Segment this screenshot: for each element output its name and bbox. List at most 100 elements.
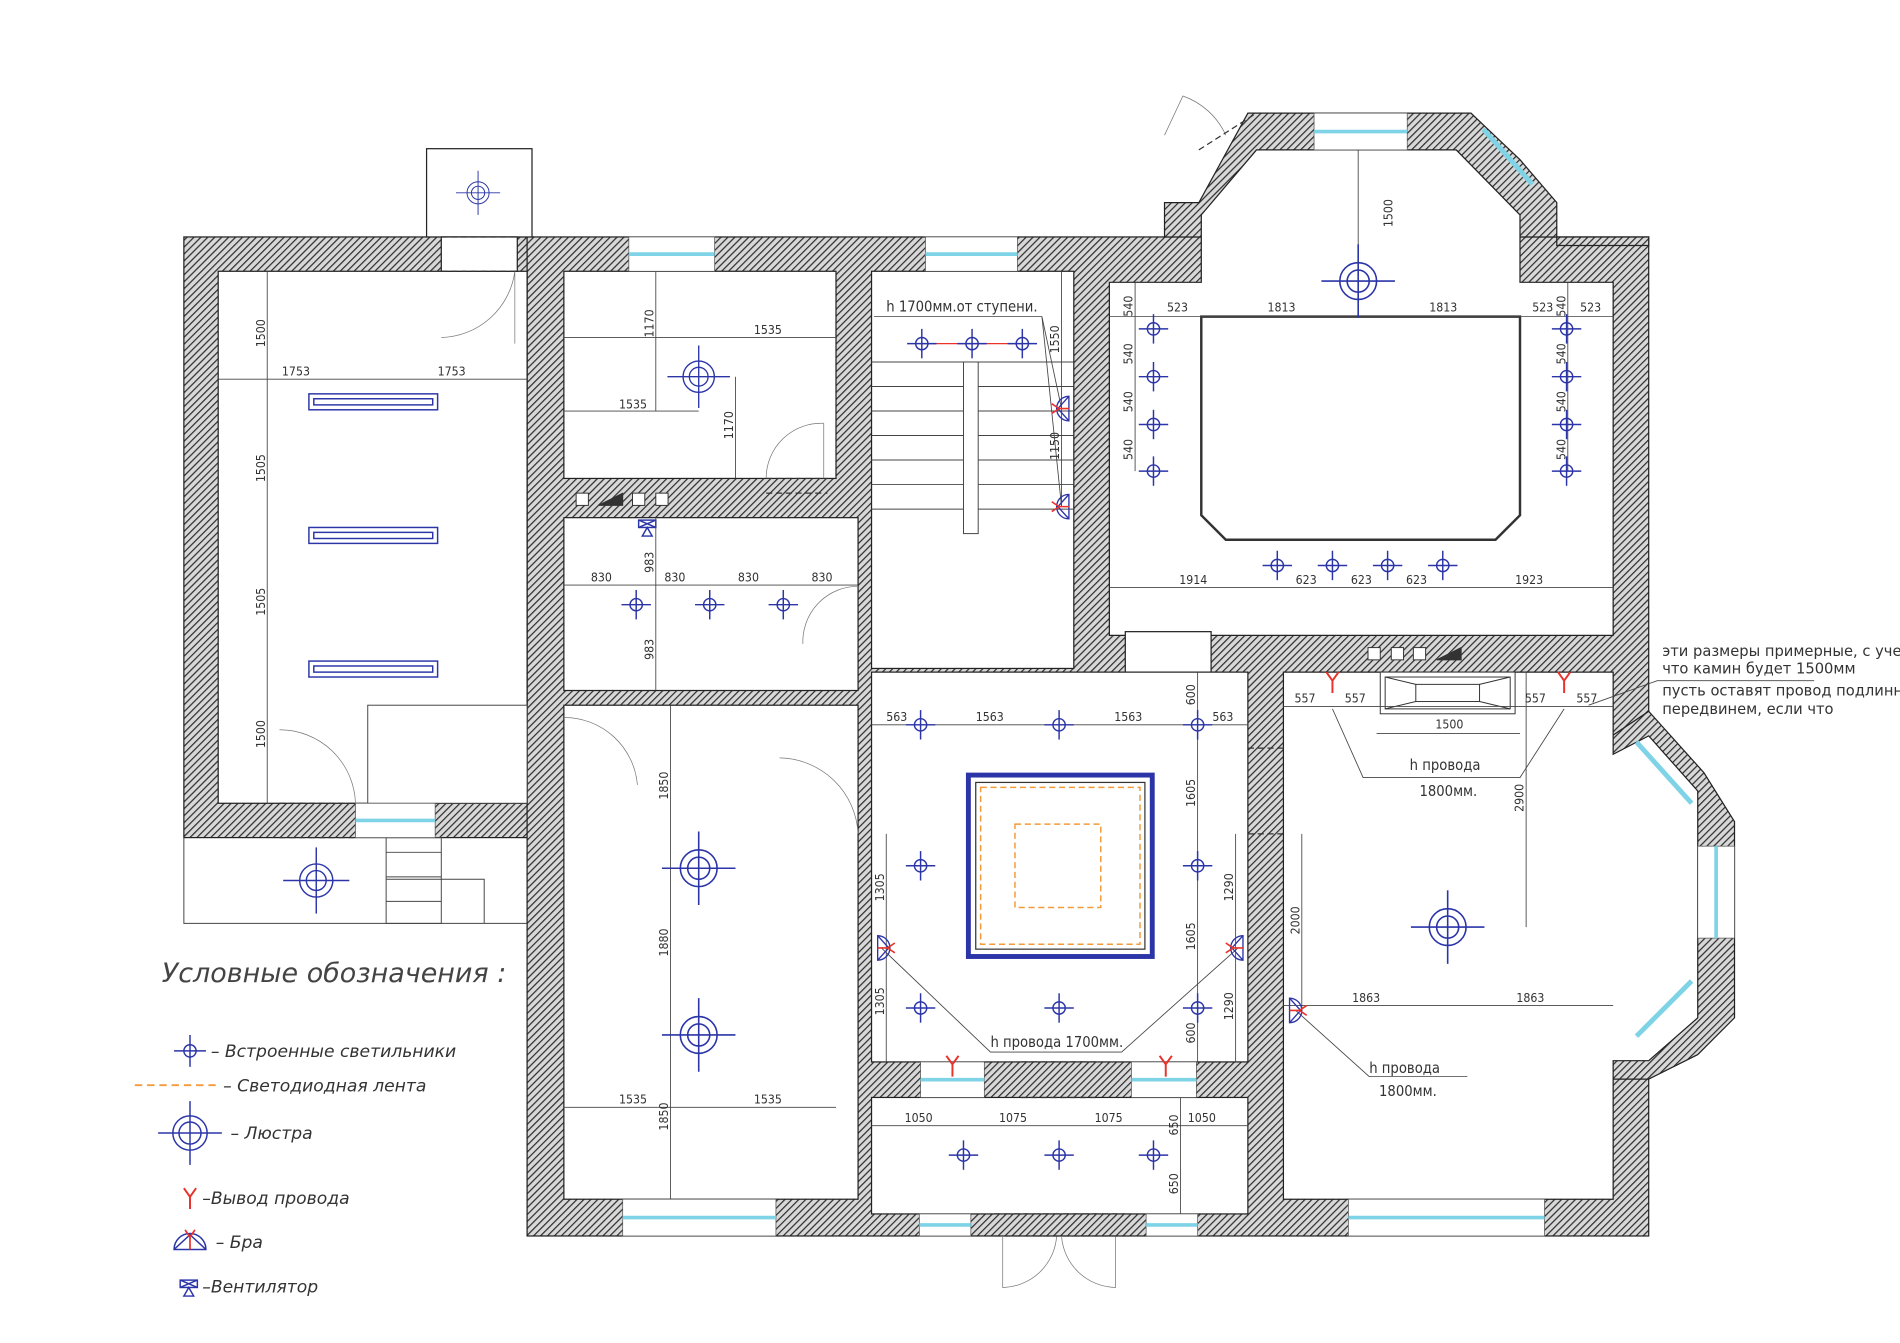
stairs-note: h 1700мм.от ступени. — [886, 299, 1037, 316]
spotlight-icon — [1182, 993, 1213, 1023]
svg-text:передвинем, если что: передвинем, если что — [1662, 701, 1833, 718]
dim-label: 1500 — [1382, 199, 1396, 227]
dim-label: 523 — [1580, 301, 1601, 315]
chandelier-icon — [283, 847, 350, 914]
dim-label: 1605 — [1184, 922, 1198, 950]
dim-label: 563 — [886, 710, 907, 724]
dimension-labels: 1500 1753 1753 1505 1505 1500 1170 1535 … — [254, 199, 1601, 1194]
dim-label: 1914 — [1179, 573, 1207, 587]
legend-label: – Люстра — [230, 1124, 312, 1144]
led-strip — [1014, 823, 1102, 909]
corridor — [1124, 631, 1212, 676]
wire-outlet-icon — [1158, 1055, 1173, 1077]
dim-label: 830 — [811, 570, 832, 584]
dim-label: 540 — [1554, 343, 1568, 364]
spotlight-icon — [695, 589, 725, 620]
chandelier-icon — [1321, 244, 1395, 318]
sconce-icon — [1051, 493, 1070, 520]
spotlight-icon — [905, 993, 936, 1023]
dim-label: 650 — [1167, 1114, 1181, 1135]
window — [628, 236, 716, 272]
staircase — [183, 361, 1074, 924]
sconce-icon — [1225, 934, 1244, 961]
dim-label: 1563 — [976, 710, 1004, 724]
dim-label: 1075 — [1095, 1111, 1123, 1125]
dim-label: 557 — [1576, 692, 1597, 706]
window — [355, 802, 436, 838]
leader-lines — [874, 316, 1815, 1078]
rooms — [217, 148, 1699, 1215]
dim-label: 650 — [1167, 1173, 1181, 1194]
sconce-icon — [173, 1229, 207, 1251]
legend-label: –Вентилятор — [202, 1277, 318, 1297]
dim-label: 1050 — [1188, 1111, 1216, 1125]
legend-title: Условные обозначения : — [162, 958, 506, 989]
dim-label: 1605 — [1184, 779, 1198, 807]
right-wire-note: h провода — [1410, 757, 1481, 774]
spotlight-icon — [1044, 710, 1074, 740]
wire-outlet-icon — [1325, 671, 1340, 693]
dim-label: 540 — [1122, 391, 1136, 412]
spotlight-icon — [1138, 456, 1169, 486]
dim-label: 1550 — [1048, 325, 1062, 353]
right-wire-note: 1800мм. — [1419, 783, 1477, 800]
dim-label: 1050 — [905, 1111, 933, 1125]
dim-label: 1500 — [254, 720, 268, 748]
dim-label: 1305 — [873, 987, 887, 1015]
window — [925, 236, 1018, 272]
dim-label: 1505 — [254, 588, 268, 616]
dim-label: 540 — [1554, 439, 1568, 460]
spotlight-icon — [1138, 409, 1169, 440]
legend-label: – Светодиодная лента — [223, 1076, 426, 1096]
spotlight-icon — [1551, 456, 1582, 486]
legend: Условные обозначения : – Встроенные свет… — [134, 958, 506, 1297]
spotlight-icon — [1317, 550, 1348, 581]
dim-label: 1500 — [1435, 718, 1463, 732]
dim-label: 830 — [591, 570, 612, 584]
dim-label: 540 — [1122, 439, 1136, 460]
dim-label: 830 — [664, 570, 685, 584]
dim-label: 1535 — [619, 1093, 647, 1107]
wire-outlet-icon — [1557, 671, 1572, 693]
chandelier-icon — [1410, 890, 1485, 964]
spotlight-icon — [1551, 409, 1582, 440]
window — [1313, 112, 1408, 151]
room-bottom-left — [563, 704, 859, 1200]
spotlight-icon — [1428, 550, 1458, 581]
center-ceiling — [965, 772, 1155, 959]
dim-label: 1075 — [999, 1111, 1027, 1125]
dim-label: 1170 — [722, 411, 736, 439]
window — [1145, 1213, 1198, 1237]
sconce-icon — [877, 934, 896, 961]
dim-label: 523 — [1167, 301, 1188, 315]
dim-label: 557 — [1294, 692, 1315, 706]
window — [1697, 845, 1735, 939]
chandelier-icon — [455, 170, 501, 215]
spotlight-icon — [621, 589, 651, 620]
dim-label: 2000 — [1288, 906, 1302, 934]
dim-label: 1150 — [1048, 432, 1062, 460]
dim-label: 1923 — [1515, 573, 1543, 587]
dim-label: 1170 — [642, 309, 656, 337]
spotlight-icon — [1372, 550, 1403, 581]
spotlight-icon — [905, 851, 936, 881]
legend-label: – Бра — [216, 1233, 263, 1253]
dim-label: 1535 — [619, 398, 647, 412]
dim-label: 1535 — [754, 1093, 782, 1107]
fan-icon — [179, 1279, 199, 1297]
spotlight-icon — [948, 1140, 979, 1170]
dim-label: 1863 — [1352, 991, 1380, 1005]
window — [1481, 127, 1535, 186]
chandelier-icon — [661, 998, 736, 1072]
dim-label: 1850 — [657, 1103, 671, 1131]
vent-blocks — [575, 492, 1462, 661]
room-top-small — [563, 270, 837, 480]
windows — [355, 112, 1735, 1237]
dim-label: 1505 — [254, 454, 268, 482]
sconce-icon — [1288, 997, 1308, 1024]
dim-label: 557 — [1345, 692, 1366, 706]
doors — [279, 95, 1227, 1288]
window — [1348, 1198, 1545, 1237]
spotlight-icon — [1551, 314, 1582, 344]
dim-label: 540 — [1554, 391, 1568, 412]
